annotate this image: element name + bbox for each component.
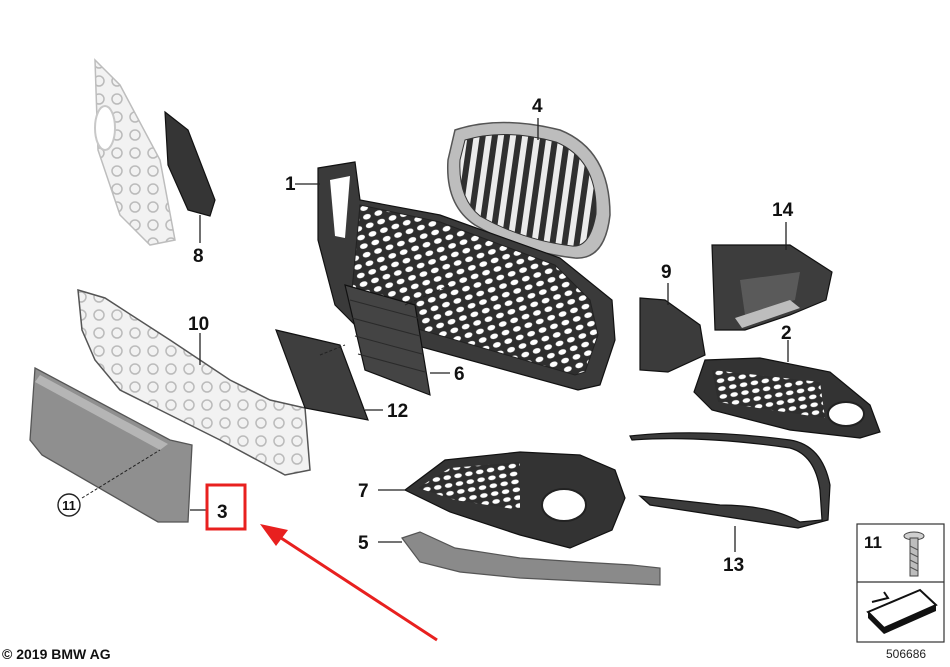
legend-label-11: 11: [864, 533, 882, 552]
part-12-cover: [275, 329, 369, 421]
legend-box: 11: [856, 523, 945, 643]
part-13-trim-strip: [629, 432, 831, 529]
dash-12: [319, 344, 346, 356]
screw-icon: [903, 531, 925, 577]
part-5-grey-strip: [401, 531, 661, 586]
part-8-insert: [164, 110, 216, 217]
part-8-translucent-cover: [94, 58, 176, 246]
mounting-symbol-icon: [866, 588, 938, 634]
part-label-11-circle: 11: [57, 493, 81, 517]
part-2-right-fog-grille: [693, 357, 881, 439]
part-14-air-duct: [711, 244, 833, 331]
part-label-12: 12: [387, 401, 408, 422]
part-9-cover: [639, 297, 706, 373]
part-label-1: 1: [285, 174, 296, 195]
red-arrow-icon: [260, 524, 438, 642]
highlight-box: [205, 483, 247, 531]
part-label-13: 13: [723, 555, 744, 576]
dash-6: [404, 284, 451, 306]
dash-11: [81, 449, 161, 499]
part-label-3: 3: [217, 502, 228, 523]
copyright-text: © 2019 BMW AG: [2, 646, 111, 662]
part-label-11: 11: [62, 498, 76, 513]
part-3-license-plate-bracket: [29, 366, 193, 523]
part-10-bracket: [77, 288, 311, 476]
part-label-14: 14: [772, 200, 794, 221]
part-4-kidney-grille: [446, 121, 611, 259]
part-label-8: 8: [193, 246, 204, 267]
part-label-9: 9: [661, 262, 672, 283]
part-label-10: 10: [188, 314, 209, 335]
part-6-cover: [344, 284, 431, 396]
part-label-7: 7: [358, 481, 369, 502]
part-label-2: 2: [781, 323, 792, 344]
drawing-number: 506686: [886, 647, 927, 661]
part-label-6: 6: [454, 364, 465, 385]
part-label-5: 5: [358, 533, 369, 554]
part-label-4: 4: [532, 96, 543, 117]
part-7-left-fog-grille: [403, 451, 626, 549]
